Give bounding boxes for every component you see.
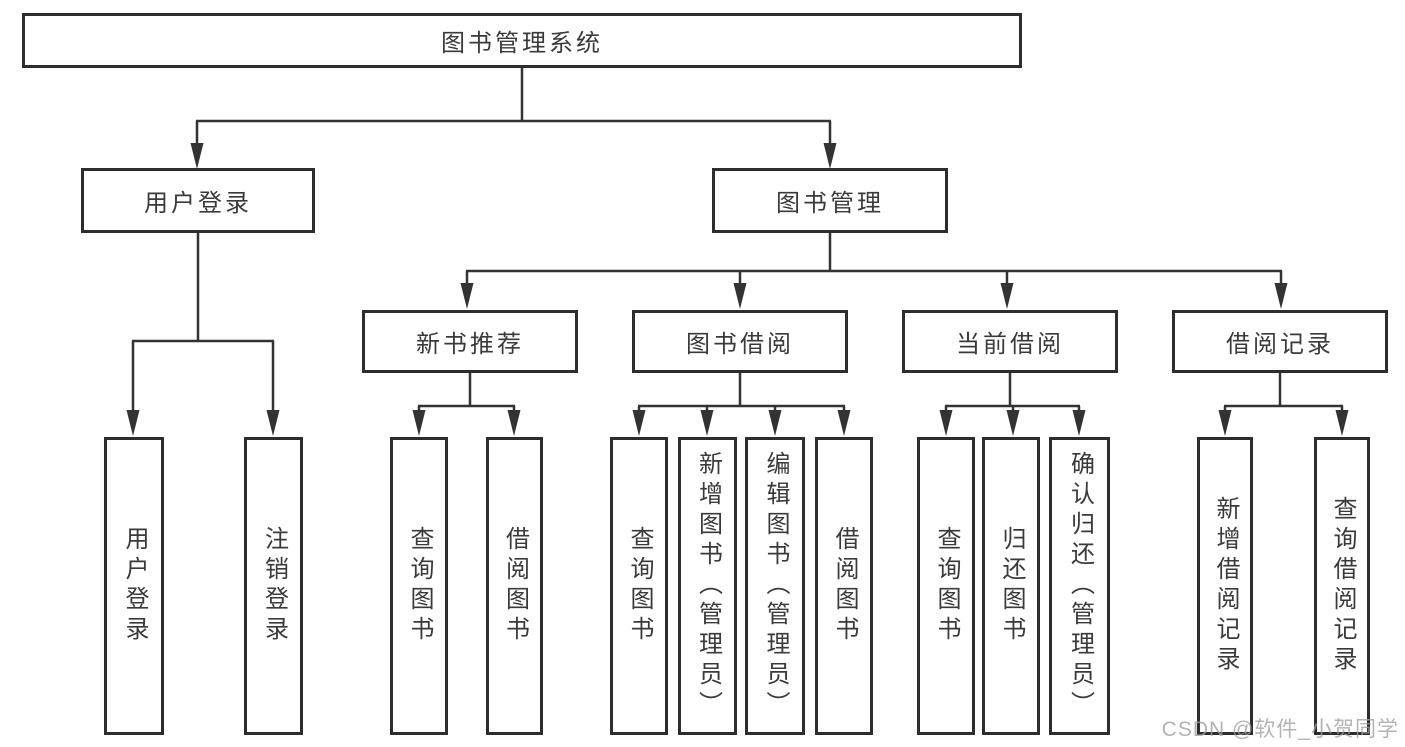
node-label: 注销登录 (260, 526, 288, 646)
leaf-bb-borrow-books: 借阅图书 (815, 437, 873, 735)
node-label: 新增图书（管理员） (694, 451, 722, 721)
node-user-login: 用户登录 (81, 168, 315, 233)
node-label: 编辑图书（管理员） (762, 451, 789, 721)
node-label: 借阅图书 (831, 526, 858, 646)
leaf-bb-query-books: 查询图书 (610, 437, 668, 735)
leaf-nb-query-books: 查询图书 (390, 437, 448, 735)
leaf-cb-confirm-return-admin: 确认归还（管理员） (1049, 437, 1110, 735)
node-label: 用户登录 (121, 526, 148, 646)
node-label: 借阅记录 (1226, 331, 1334, 358)
leaf-br-query-record: 查询借阅记录 (1314, 437, 1370, 735)
node-book-management: 图书管理 (712, 168, 948, 233)
node-label: 当前借阅 (956, 331, 1064, 358)
node-label: 查询借阅记录 (1329, 496, 1356, 676)
node-label: 查询图书 (626, 526, 653, 646)
leaf-nb-borrow-books: 借阅图书 (486, 437, 543, 735)
node-label: 借阅图书 (501, 526, 529, 646)
node-borrow-records: 借阅记录 (1172, 310, 1388, 373)
node-label: 新增借阅记录 (1212, 496, 1239, 676)
node-current-borrowing: 当前借阅 (902, 310, 1118, 373)
node-label: 图书管理系统 (441, 30, 603, 57)
leaf-user-login: 用户登录 (104, 437, 164, 735)
leaf-logout-login: 注销登录 (244, 437, 303, 735)
leaf-bb-add-books-admin: 新增图书（管理员） (678, 437, 737, 735)
leaf-bb-edit-books-admin: 编辑图书（管理员） (745, 437, 805, 735)
node-library-system: 图书管理系统 (22, 13, 1022, 68)
node-book-borrowing: 图书借阅 (632, 310, 848, 373)
node-label: 查询图书 (933, 526, 960, 646)
leaf-cb-return-books: 归还图书 (982, 437, 1040, 735)
node-label: 图书管理 (776, 190, 884, 217)
node-label: 确认归还（管理员） (1066, 451, 1094, 721)
node-new-book-recommend: 新书推荐 (362, 310, 578, 373)
leaf-br-add-record: 新增借阅记录 (1197, 437, 1253, 735)
node-label: 图书借阅 (686, 331, 794, 358)
node-label: 新书推荐 (416, 331, 524, 358)
node-label: 查询图书 (406, 526, 433, 646)
watermark: CSDN @软件_小贺同学 (1161, 718, 1399, 741)
node-label: 归还图书 (998, 526, 1025, 646)
node-label: 用户登录 (144, 190, 252, 217)
leaf-cb-query-books: 查询图书 (917, 437, 975, 735)
